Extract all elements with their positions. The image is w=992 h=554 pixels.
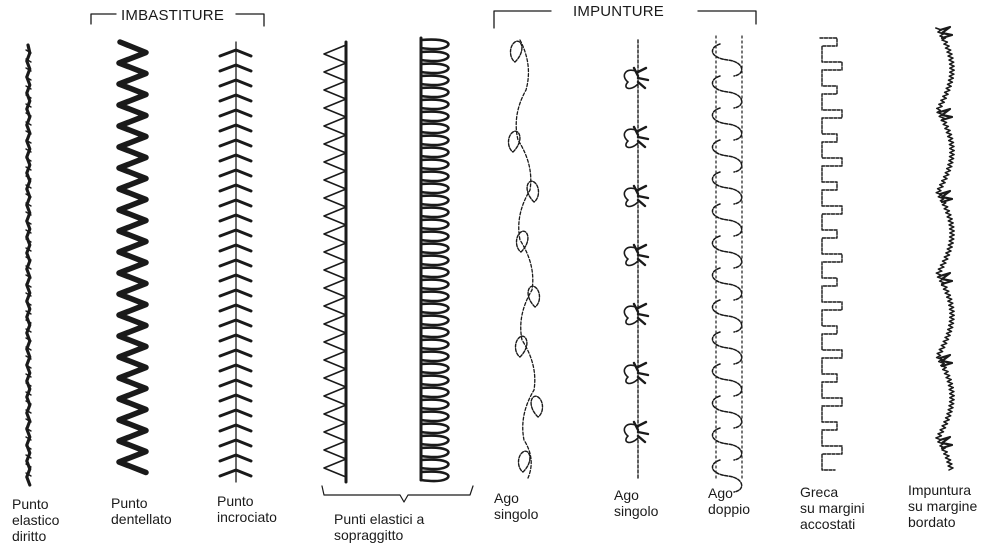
caption-sopraggitto: Punti elastici a sopraggitto [334, 511, 424, 543]
sopraggitto-brace [322, 486, 473, 502]
stitch-cross [220, 42, 251, 482]
stitch-single-needle-leaf [509, 40, 543, 478]
group-label-imbastiture: IMBASTITURE [117, 7, 228, 25]
stitch-overlock-dense [421, 38, 448, 481]
caption-incrociato: Punto incrociato [217, 493, 277, 525]
caption-bordato: Impuntura su margine bordato [908, 482, 977, 530]
stitch-overlock-open [324, 42, 346, 482]
caption-greca: Greca su margini accostati [800, 484, 865, 532]
caption-ago-doppio: Ago doppio [708, 485, 750, 517]
stitch-edge-scallop [936, 27, 954, 470]
caption-elastico-diritto: Punto elastico diritto [12, 496, 59, 544]
stitch-straight-elastic [26, 45, 31, 485]
stitch-greek-key [820, 38, 842, 470]
caption-ago-singolo-1: Ago singolo [494, 490, 538, 522]
group-label-impunture: IMPUNTURE [569, 3, 668, 21]
stitch-single-needle-flower [624, 40, 648, 480]
stitch-zigzag [119, 42, 146, 473]
caption-ago-singolo-2: Ago singolo [614, 487, 658, 519]
stitch-double-needle [712, 36, 742, 492]
caption-dentellato: Punto dentellato [111, 495, 172, 527]
